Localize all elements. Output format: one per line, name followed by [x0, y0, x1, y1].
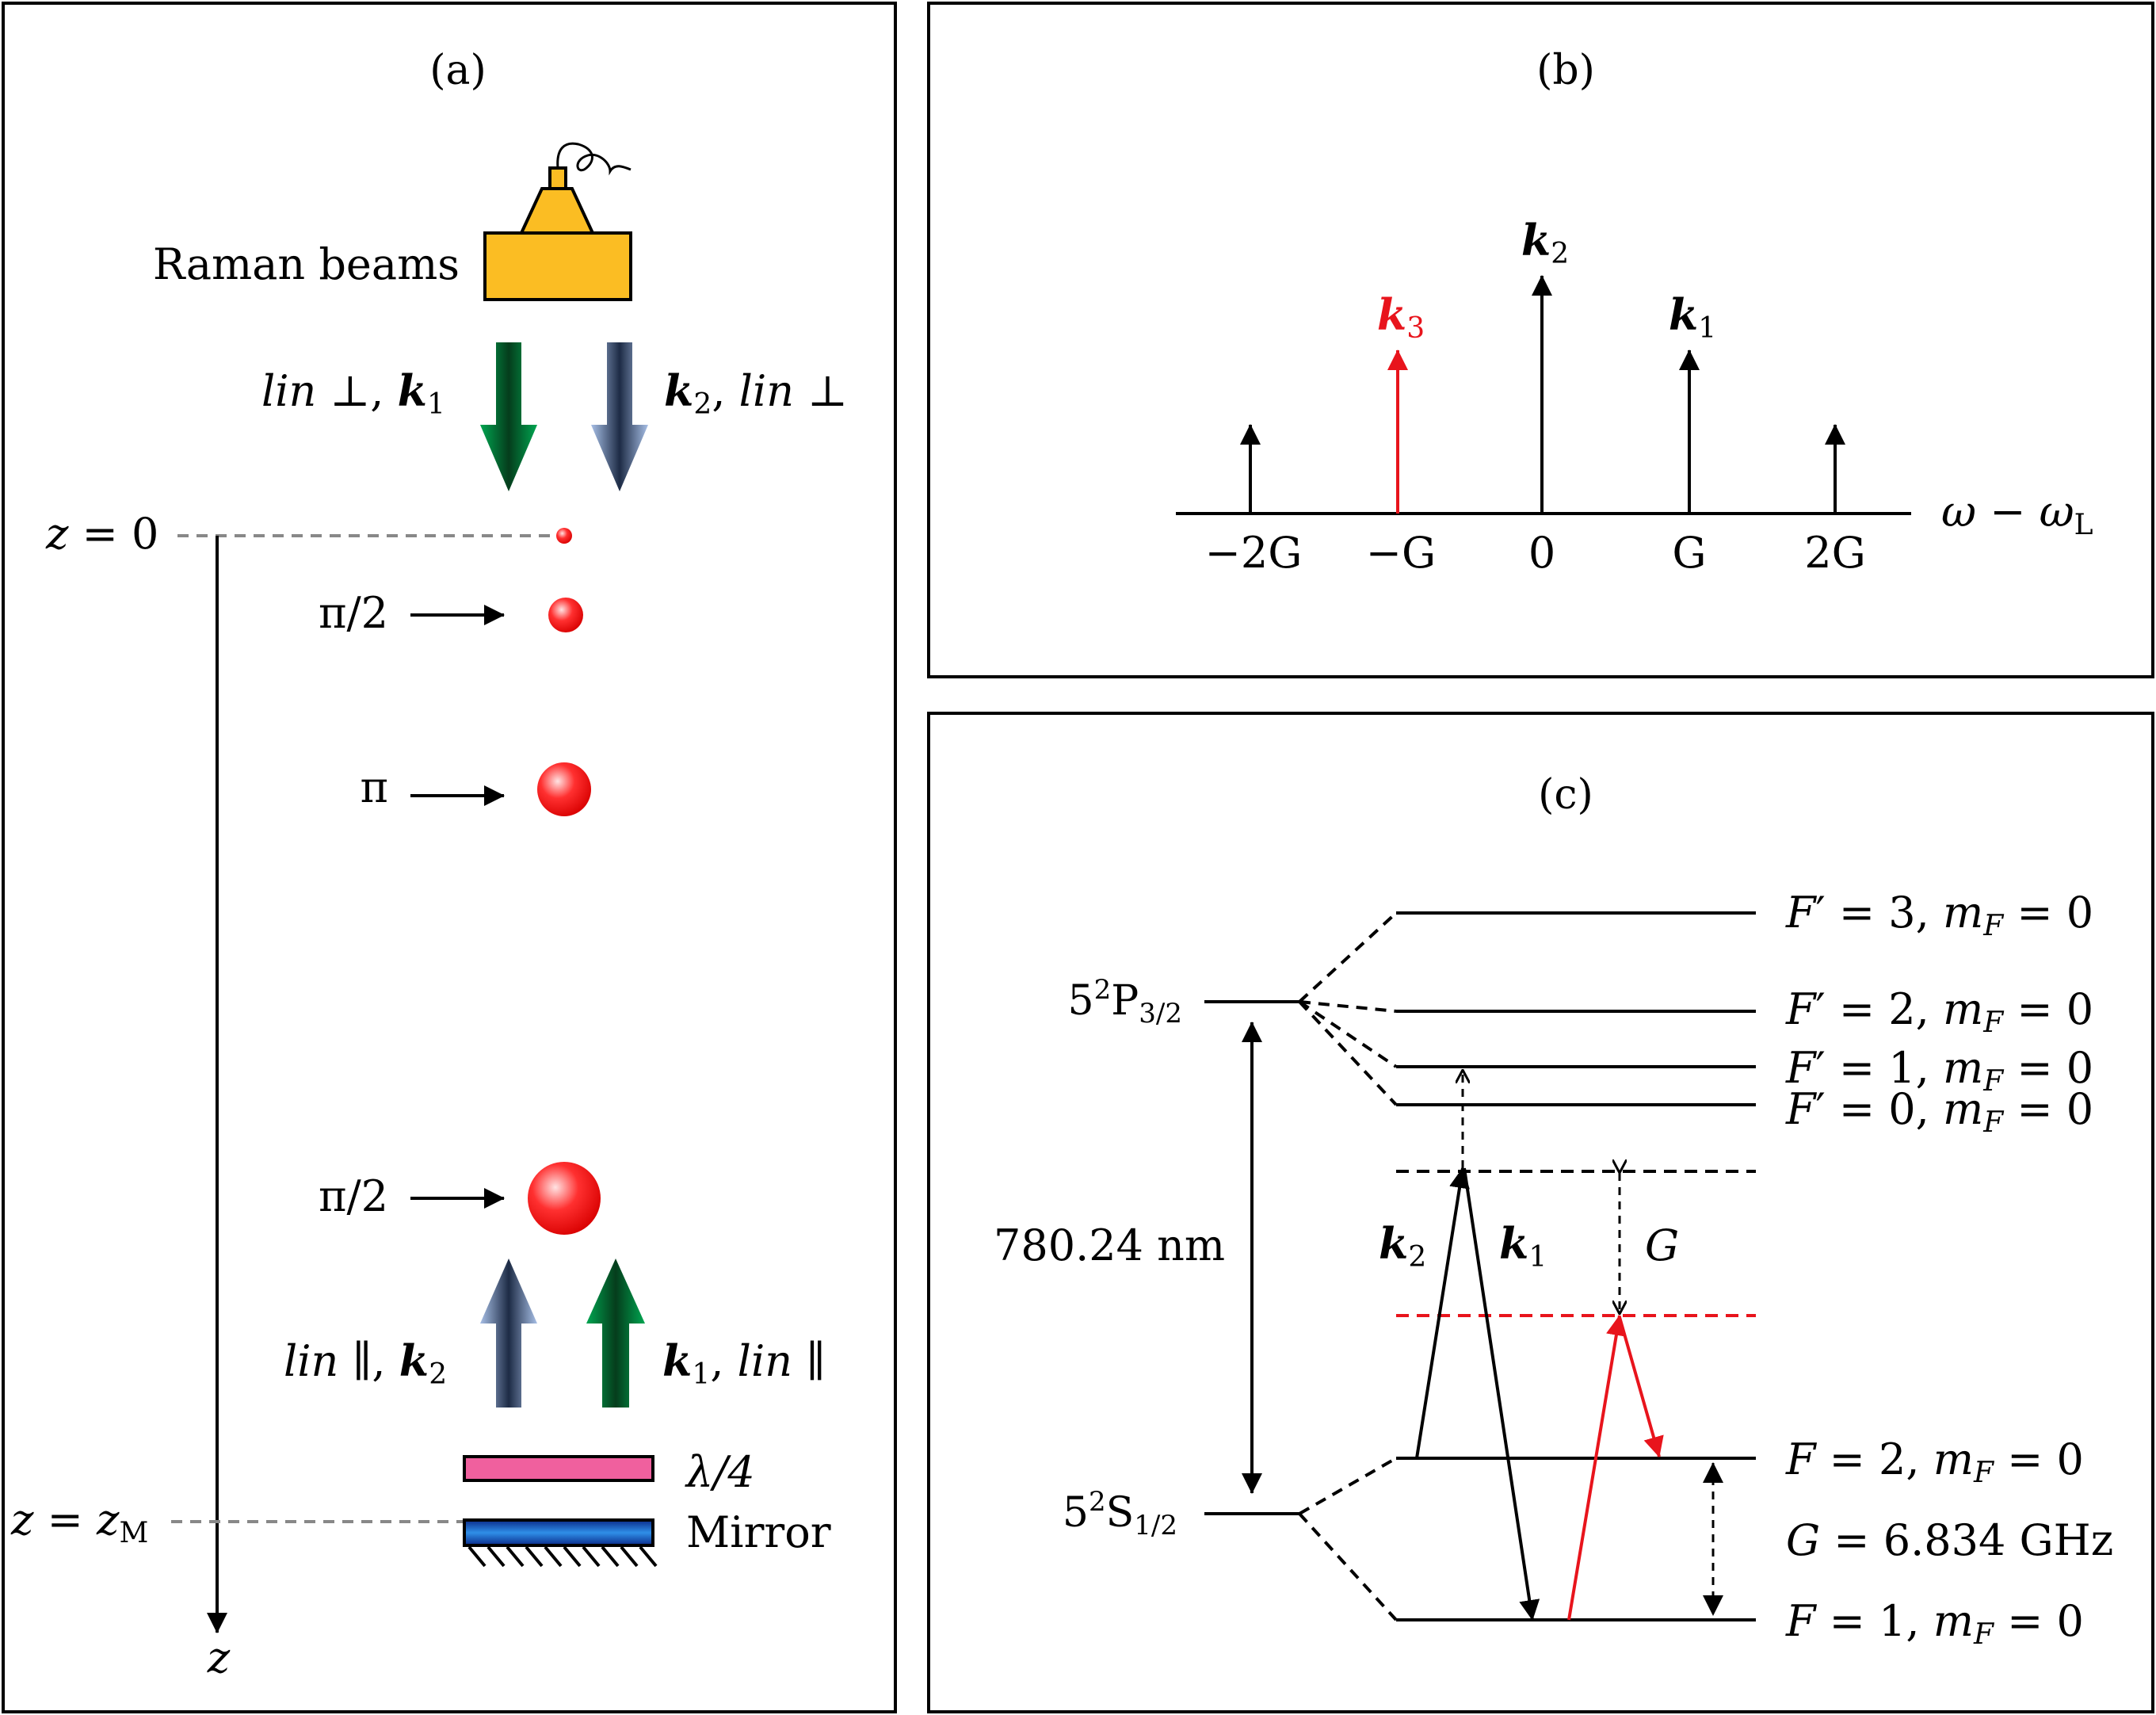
down-right-label: k2, lin ⊥ — [664, 365, 848, 421]
upper-hyperfine-connectors — [1298, 911, 1398, 1106]
pulse-3-label: π/2 — [319, 1171, 388, 1221]
tick-2G: 2G — [1804, 528, 1866, 578]
atom-cloud-0 — [556, 528, 572, 544]
level-label-F1prime: F′ = 1, mF = 0 — [1785, 1043, 2093, 1098]
k3-red-down-arrow — [1618, 1316, 1664, 1457]
level-label-F0prime: F′ = 0, mF = 0 — [1785, 1084, 2093, 1139]
level-label-F2: F = 2, mF = 0 — [1785, 1434, 2084, 1489]
waveplate — [463, 1455, 654, 1482]
mirror — [463, 1518, 654, 1547]
level-label-F1: F = 1, mF = 0 — [1785, 1596, 2084, 1651]
k1-label: k1 — [1669, 289, 1716, 345]
tick-minus-2G: −2G — [1205, 528, 1303, 578]
beam-k1-up — [586, 1259, 645, 1408]
down-left-label: lin ⊥, k1 — [261, 365, 445, 421]
zM-label: z = zM — [10, 1495, 148, 1549]
beam-k1-down — [480, 342, 537, 491]
up-right-label: k1, lin ∥ — [662, 1335, 826, 1391]
atom-cloud-3 — [528, 1162, 601, 1235]
panel-c: (c) 52P3/2 52S1/2 780.24 nm F′ = 3, mF =… — [927, 712, 2154, 1713]
frequency-axis-label: ω − ωL — [1941, 487, 2093, 541]
raman-source-icon — [483, 142, 632, 301]
level-label-F3prime: F′ = 3, mF = 0 — [1785, 888, 2093, 942]
k1-transition-arrow — [1463, 1167, 1540, 1621]
up-left-label: lin ∥, k2 — [284, 1335, 447, 1391]
atom-cloud-2 — [537, 762, 591, 816]
panel-c-label: (c) — [1538, 771, 1593, 819]
panel-a-frame — [2, 2, 897, 1713]
z-axis-label: z — [207, 1633, 231, 1683]
panel-b: (b) ω − ωL k3 k2 k1 −2G −G 0 G 2G — [927, 2, 2154, 678]
lower-state-label: 52S1/2 — [1063, 1486, 1177, 1541]
panel-a-label: (a) — [429, 47, 487, 94]
upper-state-label: 52P3/2 — [1068, 974, 1182, 1029]
mirror-label: Mirror — [686, 1507, 831, 1557]
panel-a: (a) Raman beams lin ⊥, k1 k2, lin ⊥ z = … — [2, 2, 897, 1713]
wavelength-label: 780.24 nm — [994, 1220, 1225, 1270]
atom-cloud-1 — [548, 598, 583, 632]
panel-c-frame — [927, 712, 2154, 1713]
k2-label: k2 — [1521, 215, 1569, 270]
beam-k2-down — [591, 342, 648, 491]
k2-transition-label: k2 — [1379, 1218, 1426, 1274]
k3-label: k3 — [1377, 289, 1425, 345]
k2-transition-arrow — [1415, 1167, 1470, 1459]
k1-transition-label: k1 — [1499, 1218, 1547, 1274]
raman-beams-label: Raman beams — [153, 239, 460, 289]
waveplate-label: λ/4 — [685, 1447, 755, 1497]
pulse-1-label: π/2 — [319, 588, 388, 638]
splitting-label: G = 6.834 GHz — [1786, 1515, 2113, 1565]
tick-minus-G: −G — [1366, 528, 1436, 578]
pulse-2-label: π — [361, 762, 389, 812]
mirror-hatching — [467, 1545, 658, 1568]
beam-k2-up — [480, 1259, 537, 1408]
panel-b-label: (b) — [1536, 47, 1595, 94]
tick-G: G — [1672, 528, 1706, 578]
detuning-label: G — [1645, 1220, 1679, 1270]
panel-b-frame — [927, 2, 2154, 678]
tick-0: 0 — [1528, 528, 1555, 578]
z0-label: z = 0 — [45, 509, 158, 559]
level-label-F2prime: F′ = 2, mF = 0 — [1785, 984, 2093, 1039]
k3-red-up-arrow — [1567, 1315, 1627, 1621]
lower-hyperfine-connectors — [1298, 1457, 1398, 1621]
